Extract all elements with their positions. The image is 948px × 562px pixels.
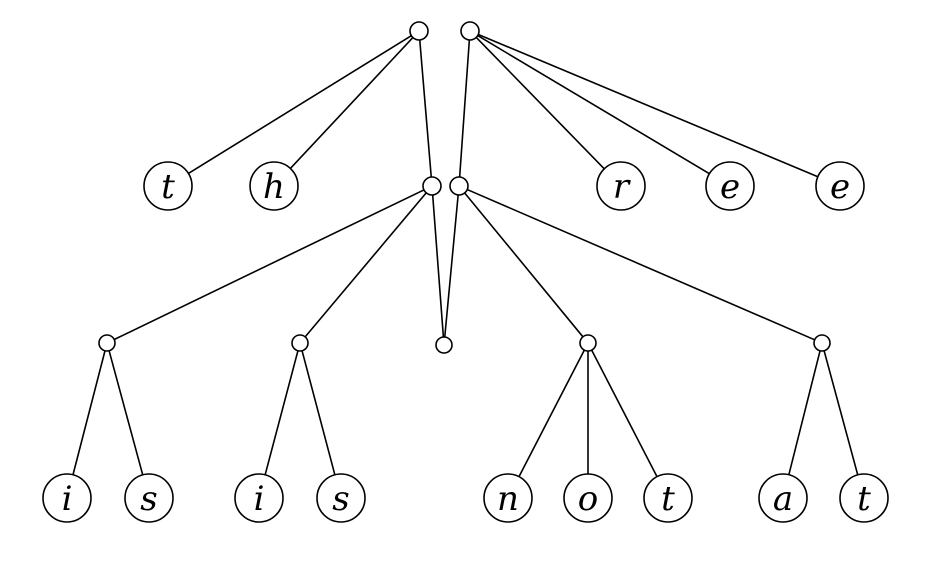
tree-edge [458, 39, 471, 178]
node-label: n [497, 479, 519, 519]
node-circle[interactable] [813, 334, 831, 352]
node-label: e [830, 167, 850, 207]
tree-node-internal[interactable] [449, 176, 469, 196]
node-circle[interactable] [839, 473, 889, 523]
node-circle[interactable] [42, 473, 92, 523]
tree-edge [466, 188, 816, 341]
tree-edge [304, 192, 428, 338]
tree-node-leaf[interactable]: e [815, 161, 865, 211]
node-label: h [263, 167, 285, 207]
tree-edge [431, 194, 445, 338]
node-circle[interactable] [563, 473, 613, 523]
tree-edge [518, 349, 586, 478]
node-label: r [613, 167, 631, 207]
node-label: t [857, 479, 871, 519]
node-label: a [773, 479, 793, 519]
node-circle[interactable] [579, 334, 597, 352]
tree-edge [289, 36, 414, 170]
node-circle[interactable] [596, 161, 646, 211]
tree-edge [590, 349, 658, 478]
tree-node-leaf[interactable]: i [234, 473, 284, 523]
tree-node-leaf[interactable]: i [42, 473, 92, 523]
node-label: s [140, 479, 157, 519]
node-circle[interactable] [435, 336, 453, 354]
node-label: i [62, 479, 73, 519]
node-circle[interactable] [291, 334, 309, 352]
node-label: s [332, 479, 349, 519]
node-circle[interactable] [758, 473, 808, 523]
tree-edge [463, 192, 584, 338]
node-circle[interactable] [124, 473, 174, 523]
node-circle[interactable] [143, 161, 193, 211]
node-circle[interactable] [409, 21, 429, 41]
node-circle[interactable] [483, 473, 533, 523]
node-label: i [254, 479, 265, 519]
node-circle[interactable] [249, 161, 299, 211]
tree-node-internal[interactable] [422, 176, 442, 196]
tree-node-leaf[interactable]: o [563, 473, 613, 523]
tree-edge [264, 349, 299, 476]
tree-edge [788, 349, 821, 476]
node-circle[interactable] [234, 473, 284, 523]
tree-node-internal[interactable] [579, 334, 597, 352]
node-circle[interactable] [643, 473, 693, 523]
tree-node-internal[interactable] [409, 21, 429, 41]
tree-edge [113, 189, 425, 341]
nodes-layer: t h r e e i s i s n o t a t [42, 21, 889, 523]
edges-layer [72, 33, 859, 478]
node-label: t [161, 167, 175, 207]
tree-edge [301, 349, 336, 476]
tree-node-leaf[interactable]: n [483, 473, 533, 523]
tree-edge [187, 34, 413, 175]
tree-edge [72, 349, 106, 476]
node-label: o [578, 479, 598, 519]
node-circle[interactable] [316, 473, 366, 523]
node-circle[interactable] [449, 176, 469, 196]
node-label: t [661, 479, 675, 519]
node-circle[interactable] [705, 161, 755, 211]
node-circle[interactable] [815, 161, 865, 211]
node-circle[interactable] [98, 334, 116, 352]
tree-edge [108, 349, 144, 476]
tree-node-leaf[interactable]: a [758, 473, 808, 523]
tree-node-leaf[interactable]: t [839, 473, 889, 523]
tree-node-leaf[interactable]: s [124, 473, 174, 523]
tree-node-internal[interactable] [813, 334, 831, 352]
tree-edge [823, 349, 859, 476]
tree-edge [477, 33, 819, 178]
tree-node-internal[interactable] [291, 334, 309, 352]
tree-node-leaf[interactable]: r [596, 161, 646, 211]
node-circle[interactable] [460, 21, 480, 41]
tree-edge [443, 194, 459, 338]
tree-node-leaf[interactable]: t [643, 473, 693, 523]
tree-node-internal[interactable] [435, 336, 453, 354]
tree-node-leaf[interactable]: t [143, 161, 193, 211]
tree-node-internal[interactable] [460, 21, 480, 41]
tree-node-internal[interactable] [98, 334, 116, 352]
tree-node-leaf[interactable]: e [705, 161, 755, 211]
tree-edge [476, 34, 711, 175]
tree-edge [475, 36, 606, 170]
tree-node-leaf[interactable]: s [316, 473, 366, 523]
node-label: e [720, 167, 740, 207]
tree-node-leaf[interactable]: h [249, 161, 299, 211]
node-circle[interactable] [422, 176, 442, 196]
tree-edge [418, 39, 433, 178]
